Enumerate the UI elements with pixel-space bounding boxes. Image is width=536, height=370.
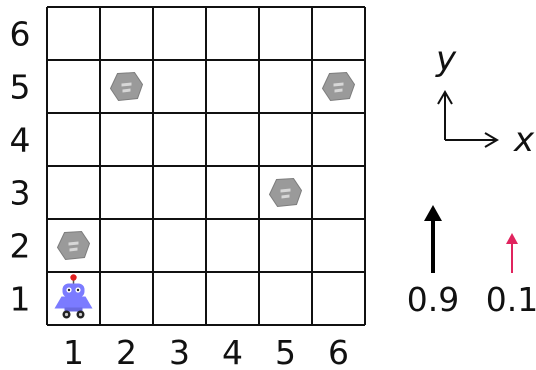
row-label: 4 — [10, 121, 31, 160]
row-labels: 1 2 3 4 5 6 — [10, 15, 31, 319]
up-arrow-icon — [506, 233, 518, 273]
probability-value-forward: 0.9 — [407, 280, 459, 319]
x-axis-label: x — [513, 120, 535, 160]
column-label: 5 — [275, 333, 296, 370]
robot-icon — [54, 274, 93, 319]
row-label: 1 — [10, 280, 31, 319]
rock-icon — [321, 71, 356, 102]
rock-icon — [109, 71, 144, 102]
up-arrow-icon — [424, 205, 442, 273]
row-label: 5 — [10, 68, 31, 107]
rock-icon — [56, 230, 91, 261]
y-axis-arrowhead-icon — [437, 90, 453, 105]
rocks — [56, 71, 356, 261]
probability-value-drift: 0.1 — [486, 280, 536, 319]
row-label: 2 — [10, 227, 31, 266]
y-axis-label: y — [435, 39, 457, 79]
column-label: 2 — [116, 333, 137, 370]
row-label: 3 — [10, 174, 31, 213]
rock-icon — [268, 177, 303, 208]
axis-legend: y x — [435, 39, 535, 160]
column-label: 3 — [169, 333, 190, 370]
x-axis-arrowhead-icon — [484, 132, 499, 148]
column-label: 6 — [328, 333, 349, 370]
column-label: 4 — [222, 333, 243, 370]
row-label: 6 — [10, 15, 31, 54]
grid — [46, 6, 366, 326]
column-label: 1 — [63, 333, 84, 370]
probability-legend: 0.9 0.1 — [407, 205, 536, 319]
